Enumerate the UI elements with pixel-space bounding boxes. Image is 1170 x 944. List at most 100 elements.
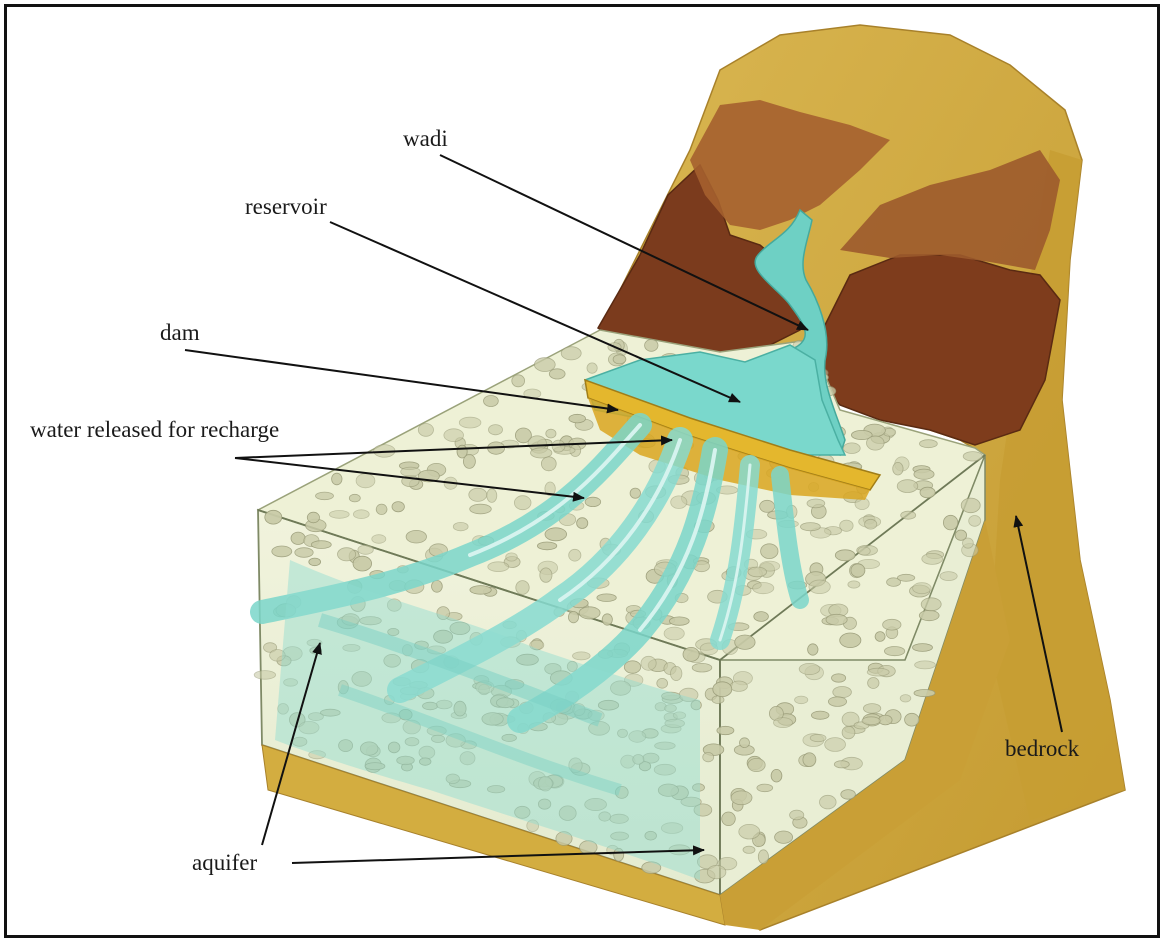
- pebble: [549, 369, 565, 379]
- pebble: [713, 682, 732, 697]
- pebble: [865, 519, 877, 529]
- pebble: [453, 522, 468, 530]
- pebble: [569, 549, 581, 561]
- pebble: [775, 831, 793, 843]
- pebble: [463, 454, 475, 468]
- pebble: [401, 467, 421, 476]
- pebble: [760, 500, 775, 512]
- pebble: [803, 753, 816, 767]
- pebble: [748, 758, 765, 771]
- pebble: [828, 697, 846, 707]
- pebble: [392, 502, 404, 512]
- pebble: [922, 553, 943, 564]
- pebble: [840, 633, 861, 648]
- pebble: [459, 417, 481, 428]
- pebble: [969, 516, 981, 527]
- bedrock-label: bedrock: [1005, 737, 1079, 760]
- wadi-label: wadi: [403, 127, 448, 150]
- pebble: [664, 627, 684, 640]
- pebble: [820, 795, 837, 809]
- pebble: [897, 480, 918, 493]
- pebble: [540, 568, 552, 582]
- pebble: [703, 752, 714, 761]
- pebble: [914, 469, 934, 479]
- pebble: [915, 661, 936, 669]
- pebble: [349, 494, 360, 502]
- pebble: [868, 678, 879, 689]
- pebble: [671, 496, 687, 509]
- pebble: [774, 718, 793, 728]
- pebble: [722, 812, 736, 826]
- pebble: [531, 448, 552, 458]
- pebble: [406, 530, 426, 543]
- pebble: [353, 510, 369, 519]
- pebble: [470, 586, 491, 595]
- pebble: [487, 489, 497, 503]
- pebble: [809, 580, 830, 594]
- pebble: [858, 547, 870, 555]
- pebble: [624, 661, 640, 673]
- pebble: [641, 656, 656, 670]
- pebble: [645, 340, 658, 352]
- pebble: [848, 581, 860, 588]
- pebble: [683, 647, 699, 661]
- pebble: [883, 619, 901, 630]
- pebble: [739, 824, 760, 839]
- pebble: [943, 515, 957, 530]
- pebble: [295, 548, 313, 558]
- pebble: [920, 487, 935, 498]
- pebble: [552, 440, 565, 452]
- pebble: [753, 583, 774, 594]
- pebble: [707, 865, 726, 878]
- pebble: [811, 711, 829, 719]
- pebble: [914, 690, 935, 697]
- pebble: [356, 474, 375, 488]
- pebble: [569, 414, 586, 423]
- pebble: [807, 499, 825, 508]
- pebble: [867, 436, 885, 450]
- pebble: [546, 429, 556, 438]
- pebble: [940, 572, 957, 581]
- pebble: [900, 695, 911, 702]
- pebble: [735, 635, 755, 649]
- pebble: [585, 497, 601, 506]
- pebble: [842, 726, 855, 739]
- pebble: [561, 347, 581, 360]
- pebble: [579, 607, 600, 619]
- pebble: [657, 678, 668, 688]
- pebble: [913, 644, 933, 652]
- pebble: [265, 510, 282, 524]
- pebble: [329, 511, 349, 519]
- pebble: [862, 717, 880, 725]
- pebble: [921, 598, 941, 611]
- pebble: [841, 790, 856, 800]
- pebble: [311, 541, 331, 549]
- pebble: [568, 611, 578, 622]
- pebble: [444, 429, 464, 442]
- pebble: [893, 462, 903, 475]
- pebble: [489, 425, 503, 435]
- pebble: [832, 674, 846, 682]
- pebble: [512, 375, 525, 387]
- pebble: [587, 363, 597, 373]
- pebble: [669, 617, 689, 625]
- pebble: [913, 583, 932, 594]
- pebble: [834, 761, 849, 768]
- pebble: [506, 553, 518, 561]
- pebble: [810, 734, 826, 741]
- pebble: [905, 713, 919, 726]
- pebble: [740, 738, 750, 748]
- pebble: [963, 538, 974, 548]
- pebble: [843, 443, 860, 454]
- pebble: [537, 542, 556, 550]
- pebble: [272, 546, 292, 557]
- pebble: [671, 666, 682, 680]
- pebble: [484, 396, 499, 407]
- pebble: [920, 440, 938, 448]
- pebble: [432, 580, 443, 592]
- pebble: [470, 504, 492, 514]
- pebble: [418, 424, 433, 437]
- dam-label: dam: [160, 321, 200, 344]
